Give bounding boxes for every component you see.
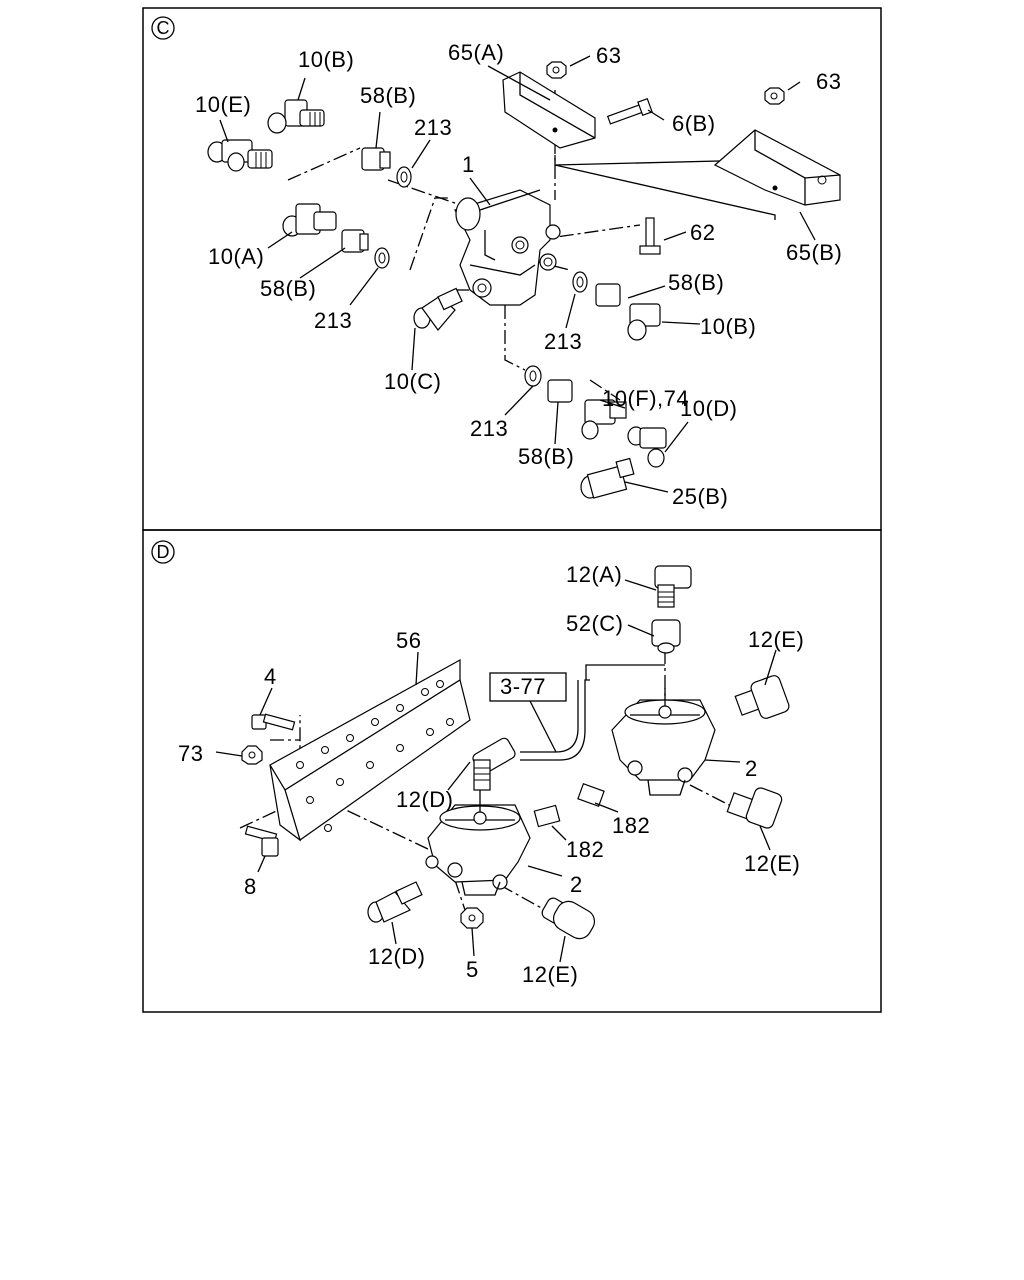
elbow-10b-top: [267, 99, 325, 134]
label-12d-2: 12(D): [368, 944, 426, 969]
reference-3-77: [489, 664, 665, 761]
nut-73: [241, 745, 263, 765]
leaders-d: [215, 579, 777, 963]
elbow-10d: [627, 426, 667, 468]
plug-58b-1: [361, 147, 391, 171]
label-213-3: 213: [544, 329, 582, 354]
valve-body-1: [454, 189, 561, 306]
label-5: 5: [466, 957, 479, 982]
label-12e-3: 12(E): [522, 962, 578, 987]
label-182-2: 182: [566, 837, 604, 862]
label-65b: 65(B): [786, 240, 842, 265]
label-6b: 6(B): [672, 111, 716, 136]
label-58b-3: 58(B): [668, 270, 724, 295]
label-25b: 25(B): [672, 484, 728, 509]
bolt-4: [251, 713, 296, 731]
label-10f-74: 10(F),74: [602, 386, 689, 411]
bracket-holes: [296, 680, 454, 832]
label-65a: 65(A): [448, 40, 504, 65]
section-c-marker: C: [151, 16, 175, 40]
label-52c: 52(C): [566, 611, 624, 636]
labels-d: 12(A) 52(C) 12(E) 56 4 3-77 73 2 182 12(…: [178, 562, 804, 987]
label-12a: 12(A): [566, 562, 622, 587]
label-12e-1: 12(E): [748, 627, 804, 652]
label-12d-1: 12(D): [396, 787, 454, 812]
panel-d: D: [142, 529, 882, 1013]
plug-182-2: [533, 804, 561, 828]
relay-valve-2-upper: [611, 688, 716, 796]
leaders-c: [219, 55, 816, 493]
label-213-4: 213: [470, 416, 508, 441]
elbow-12e-1: [734, 675, 790, 719]
relay-valve-2-lower: [425, 790, 531, 896]
labels-c: 65(A) 63 63 10(B) 10(E) 58(B) 213 6(B) 1…: [195, 40, 842, 509]
bolt-8: [244, 825, 279, 857]
label-58b-2: 58(B): [260, 276, 316, 301]
label-1: 1: [462, 152, 475, 177]
elbow-12e-3: [541, 897, 596, 940]
label-10c: 10(C): [384, 369, 442, 394]
tee-10e: [207, 139, 273, 172]
plug-58b-3: [595, 283, 621, 307]
bracket-65a: [502, 71, 596, 149]
label-10a: 10(A): [208, 244, 264, 269]
label-12e-2: 12(E): [744, 851, 800, 876]
label-3-77: 3-77: [500, 674, 546, 699]
label-56: 56: [396, 628, 421, 653]
connector-12d-2: [367, 881, 423, 923]
label-63b: 63: [816, 69, 841, 94]
plug-182-1: [577, 782, 605, 808]
bolt-62: [639, 217, 661, 255]
label-10b-top: 10(B): [298, 47, 354, 72]
bracket-65b: [713, 129, 841, 206]
elbow-12a: [654, 565, 692, 608]
elbow-10a: [282, 203, 337, 237]
label-58b-1: 58(B): [360, 83, 416, 108]
switch-25b: [580, 457, 635, 499]
nut-5: [460, 907, 484, 929]
section-d-symbol: D: [157, 542, 170, 562]
connector-10c: [413, 287, 463, 331]
washer-213-4: [524, 365, 542, 387]
panel-c: C: [142, 7, 882, 531]
label-73: 73: [178, 741, 203, 766]
label-63a: 63: [596, 43, 621, 68]
bracket-56: [269, 658, 471, 842]
label-182-1: 182: [612, 813, 650, 838]
label-10b-lower: 10(B): [700, 314, 756, 339]
fitting-52c: [651, 619, 681, 654]
label-8: 8: [244, 874, 257, 899]
label-213-1: 213: [414, 115, 452, 140]
label-2-lower: 2: [570, 872, 583, 897]
plug-58b-4: [547, 379, 573, 403]
label-10e: 10(E): [195, 92, 251, 117]
bolt-6b: [606, 97, 653, 125]
label-62: 62: [690, 220, 715, 245]
washer-213-2: [374, 247, 390, 269]
elbow-12e-2: [726, 787, 783, 829]
section-d-marker: D: [151, 540, 175, 564]
section-c-symbol: C: [157, 18, 170, 38]
elbow-10b-lower: [627, 303, 661, 341]
label-213-2: 213: [314, 308, 352, 333]
elbow-12d-1: [472, 737, 516, 791]
label-10d: 10(D): [680, 396, 738, 421]
tee-10f: [581, 399, 627, 440]
label-58b-4: 58(B): [518, 444, 574, 469]
label-2-upper: 2: [745, 756, 758, 781]
label-4: 4: [264, 664, 277, 689]
plug-58b-2: [341, 229, 369, 253]
nut-63a: [546, 61, 567, 79]
nut-63b: [764, 87, 785, 105]
washer-213-3: [572, 271, 588, 293]
washer-213-1: [396, 166, 412, 188]
